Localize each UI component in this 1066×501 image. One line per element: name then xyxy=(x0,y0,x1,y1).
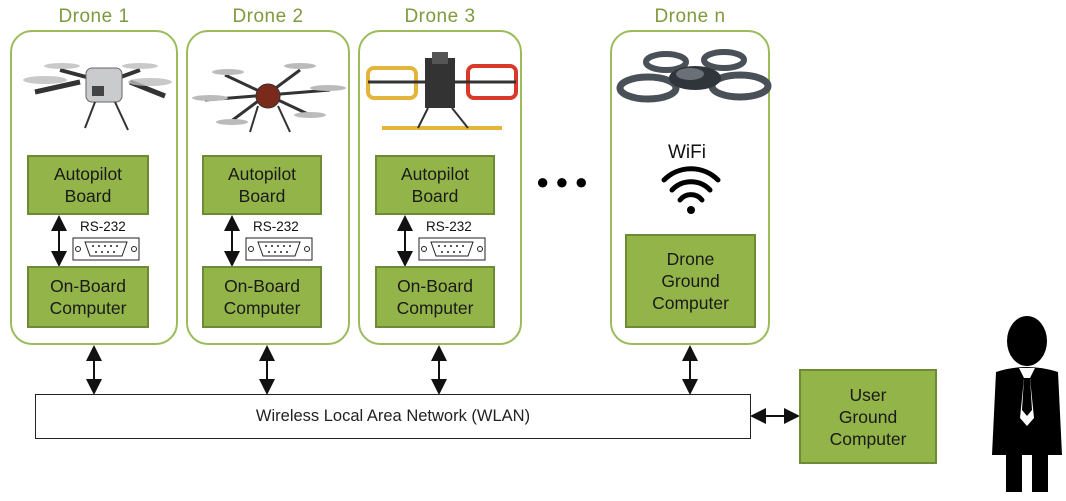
drone-1-title: Drone 1 xyxy=(58,6,130,27)
serial-connector-icon xyxy=(245,237,313,261)
user-ground-computer: User Ground Computer xyxy=(799,369,937,464)
drone-3-image xyxy=(366,52,518,130)
autopilot-board-label: Autopilot Board xyxy=(400,164,470,206)
wifi-icon xyxy=(661,166,721,214)
autopilot-board-label: Autopilot Board xyxy=(53,164,123,206)
onboard-computer-label: On-Board Computer xyxy=(396,276,474,318)
drone-ground-computer-label: Drone Ground Computer xyxy=(652,249,729,313)
rs232-label: RS-232 xyxy=(426,219,472,234)
drone-1-onboard-computer: On-Board Computer xyxy=(27,266,149,328)
drone-2-onboard-computer: On-Board Computer xyxy=(202,266,322,328)
serial-connector-icon xyxy=(72,237,140,261)
wlan-label: Wireless Local Area Network (WLAN) xyxy=(255,407,531,425)
wlan-box: Wireless Local Area Network (WLAN) xyxy=(35,394,751,439)
onboard-computer-label: On-Board Computer xyxy=(49,276,127,318)
drone-1-image xyxy=(23,63,172,131)
drone-2-autopilot-board: Autopilot Board xyxy=(202,155,322,215)
drone-2-title: Drone 2 xyxy=(232,6,304,27)
rs232-label: RS-232 xyxy=(253,219,299,234)
onboard-computer-label: On-Board Computer xyxy=(223,276,301,318)
serial-connector-icon xyxy=(418,237,486,261)
drone-2-image xyxy=(192,63,346,133)
user-person-icon xyxy=(992,316,1062,492)
drone-ground-computer: Drone Ground Computer xyxy=(625,234,756,328)
drone-3-onboard-computer: On-Board Computer xyxy=(375,266,495,328)
drone-3-autopilot-board: Autopilot Board xyxy=(375,155,495,215)
drone-3-title: Drone 3 xyxy=(404,6,476,27)
wifi-label: WiFi xyxy=(668,142,706,163)
drone-n-title: Drone n xyxy=(654,6,726,27)
autopilot-board-label: Autopilot Board xyxy=(227,164,297,206)
rs232-label: RS-232 xyxy=(80,219,126,234)
drone-n-image xyxy=(616,49,772,103)
bidirectional-arrows xyxy=(51,215,800,424)
drone-1-autopilot-board: Autopilot Board xyxy=(27,155,149,215)
user-ground-computer-label: User Ground Computer xyxy=(829,384,907,449)
ellipsis-dots: ●●● xyxy=(536,169,594,194)
